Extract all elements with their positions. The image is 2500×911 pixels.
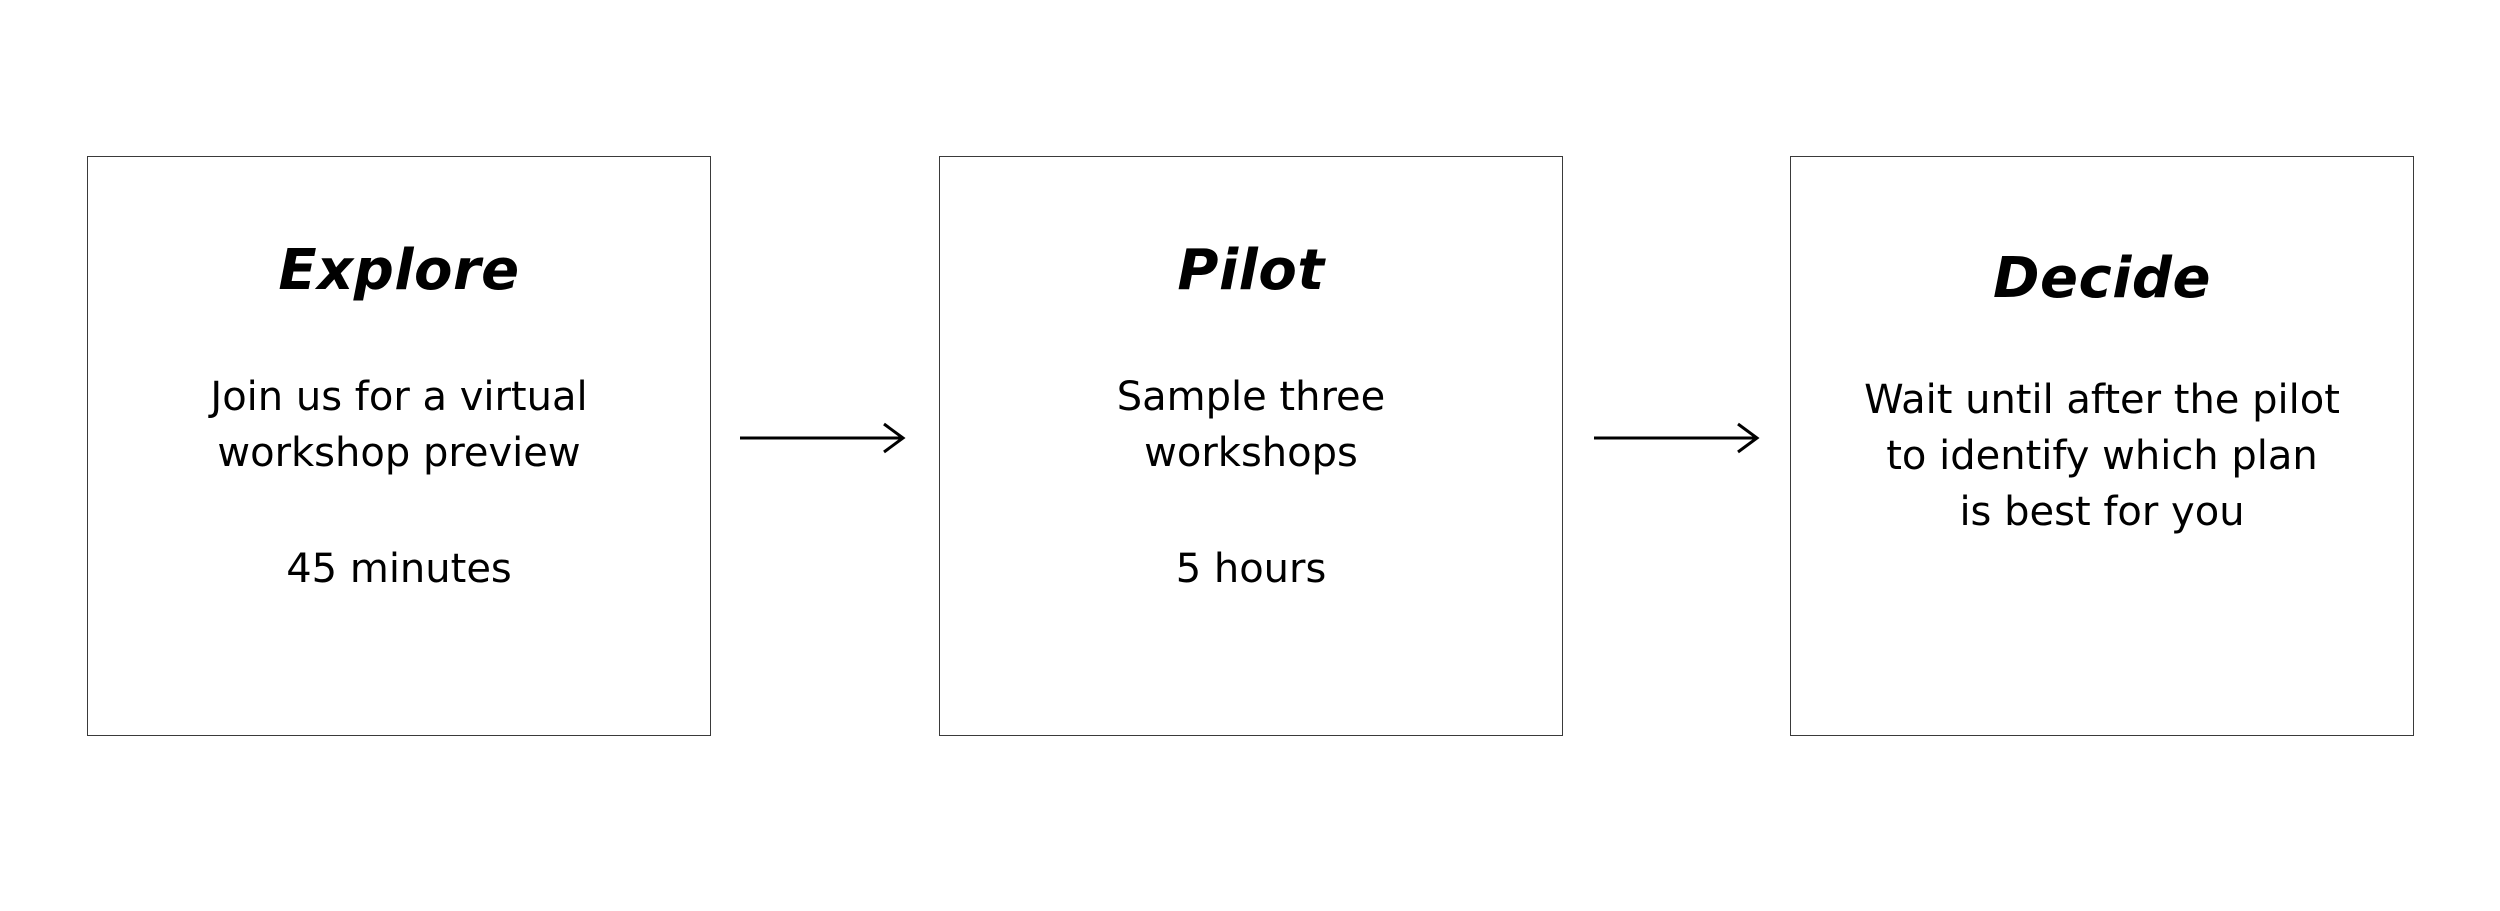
step-title-explore: Explore xyxy=(278,238,520,303)
step-box-explore: Explore Join us for a virtual workshop p… xyxy=(87,156,711,736)
step-title-pilot: Pilot xyxy=(1177,238,1325,303)
step-duration-pilot: 5 hours xyxy=(1175,546,1327,592)
step-description-explore: Join us for a virtual workshop preview xyxy=(210,374,588,476)
step-box-pilot: Pilot Sample three workshops 5 hours xyxy=(939,156,1563,736)
step-description-pilot: Sample three workshops xyxy=(1116,374,1386,476)
right-arrow-icon xyxy=(740,422,906,454)
step-box-decide: Decide Wait until after the pilot to ide… xyxy=(1790,156,2414,736)
step-duration-explore: 45 minutes xyxy=(286,546,512,592)
step-title-decide: Decide xyxy=(1993,246,2211,311)
step-description-decide: Wait until after the pilot to identify w… xyxy=(1864,377,2340,535)
right-arrow-icon xyxy=(1594,422,1760,454)
